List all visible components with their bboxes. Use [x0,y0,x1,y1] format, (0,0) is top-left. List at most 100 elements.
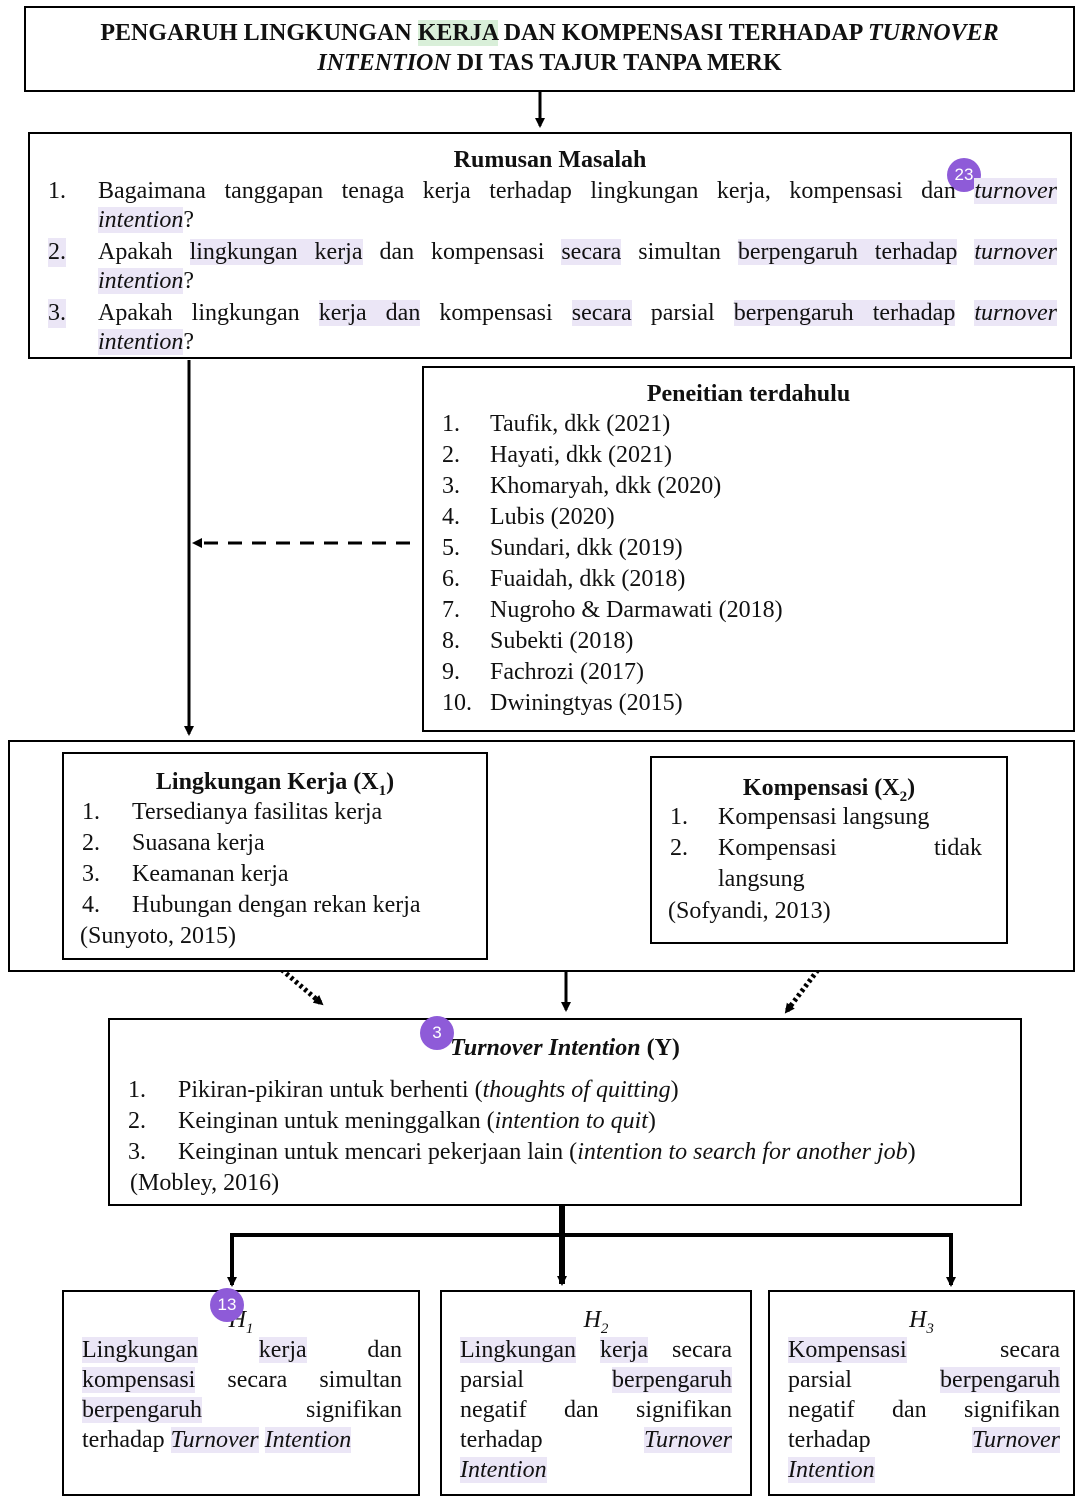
hypothesis-word: negatif [460,1397,527,1423]
x1-heading: Lingkungan Kerja (X1) [155,769,395,799]
lingkungan-kerja-box: Lingkungan Kerja (X1) 1.Tersedianya fasi… [62,752,488,960]
penelitian-item: Khomaryah, dkk (2020) [490,473,722,499]
hypothesis-word: kompensasi [82,1367,196,1393]
penelitian-item: Sundari, dkk (2019) [490,535,683,561]
hypothesis-word: berpengaruh [940,1367,1060,1393]
hypothesis-line: terhadap Turnover Intention [82,1426,402,1455]
y-item: Keinginan untuk meninggalkan (intention … [178,1107,656,1136]
h3-label: H3 [909,1307,934,1337]
hypothesis-word: secara [1000,1337,1060,1363]
hypothesis-word: terhadap [82,1427,165,1453]
penelitian-item: Dwiningtyas (2015) [490,690,683,716]
y-item-end: ) [670,1077,679,1103]
x1-item-num: 2. [82,830,100,856]
penelitian-item-num: 5. [442,535,460,561]
y-item-num: 1. [128,1077,146,1103]
hypothesis-line: parsial berpengaruh [460,1366,732,1395]
hypothesis-word: dan [564,1397,599,1423]
hypothesis-word: Lingkungan [460,1337,576,1363]
x1-item: Hubungan dengan rekan kerja [132,892,421,918]
hypothesis-word: dan [892,1397,927,1423]
penelitian-item-num: 7. [442,597,460,623]
y-item: Keinginan untuk mencari pekerjaan lain (… [178,1138,916,1167]
hypothesis-line: negatif dan signifikan [460,1396,732,1425]
y-item-num: 3. [128,1139,146,1165]
y-item-text: Pikiran-pikiran untuk berhenti ( [178,1077,483,1103]
rumusan-masalah-box: Rumusan Masalah 23 1. Bagaimana tanggapa… [28,132,1072,359]
penelitian-terdahulu-box: Peneitian terdahulu 1.Taufik, dkk (2021)… [422,366,1075,732]
h2-label: H2 [583,1307,609,1337]
y-source: (Mobley, 2016) [130,1170,280,1196]
hypothesis-line: berpengaruh signifikan [82,1396,402,1425]
x2-item: Kompensasi [718,835,837,861]
hypothesis-line: Intention [788,1456,1060,1485]
y-item-text: Keinginan untuk mencari pekerjaan lain ( [178,1139,578,1165]
hypothesis-word: signifikan [306,1397,402,1423]
hypothesis-line: terhadap Turnover [460,1426,732,1455]
hypothesis-line: Lingkungan kerja dan [82,1336,402,1365]
hypothesis-word: Lingkungan [82,1337,198,1363]
penelitian-item-num: 3. [442,473,460,499]
y-item-text: Keinginan untuk meninggalkan ( [178,1108,495,1134]
hypothesis-line: negatif dan signifikan [788,1396,1060,1425]
hypothesis-word: Turnover [971,1427,1060,1453]
penelitian-item-num: 2. [442,442,460,468]
rumusan-heading: Rumusan Masalah [453,147,647,173]
penelitian-item: Nugroho & Darmawati (2018) [490,597,783,623]
hypothesis-word: Kompensasi [788,1337,907,1363]
penelitian-heading: Peneitian terdahulu [646,381,851,407]
hypothesis-line: Kompensasi secara [788,1336,1060,1365]
hypothesis-word: parsial [788,1367,852,1393]
hypothesis-word: Intention [264,1427,352,1453]
hypothesis-word: kerja [258,1337,307,1363]
x1-item: Tersedianya fasilitas kerja [132,799,383,825]
hypothesis-word: dan [367,1337,403,1363]
penelitian-item-num: 10. [442,690,472,716]
x2-item: langsung [718,866,805,892]
diagram-title: PENGARUH LINGKUNGAN KERJA DAN KOMPENSASI… [100,20,999,76]
y-item-english: intention to search for another job [577,1139,908,1165]
x1-item: Suasana kerja [132,830,265,856]
hypothesis-line: kompensasi secara simultan [82,1366,402,1395]
y-item: Pikiran-pikiran untuk berhenti (thoughts… [178,1076,679,1105]
x2-heading: Kompensasi (X2) [742,775,916,805]
hypothesis-word: Intention [460,1457,547,1483]
penelitian-item-num: 8. [442,628,460,654]
penelitian-item-num: 6. [442,566,460,592]
y-heading: Turnover Intention (Y) [450,1035,680,1061]
hypothesis-word: signifikan [964,1397,1061,1423]
hypothesis-word: terhadap [788,1427,871,1453]
turnover-intention-box: Turnover Intention (Y) 3 1. Pikiran-pikir… [108,1016,1022,1206]
y-item-end: ) [647,1108,656,1134]
hypothesis-word: berpengaruh [82,1397,202,1423]
hypothesis-word: signifikan [636,1397,733,1423]
hypothesis-word: Turnover [643,1427,732,1453]
penelitian-item-num: 9. [442,659,460,685]
hypothesis-word: kerja [600,1337,648,1363]
penelitian-item: Lubis (2020) [490,504,615,530]
x2-item-num: 1. [670,804,688,830]
hypothesis-word: Intention [788,1457,875,1483]
hypothesis-word: terhadap [460,1427,543,1453]
x2-item: Kompensasi langsung [718,804,930,830]
penelitian-item-num: 4. [442,504,460,530]
x1-item-num: 3. [82,861,100,887]
penelitian-item: Fuaidah, dkk (2018) [490,566,686,592]
comment-badge[interactable]: 3 [420,1016,454,1050]
x1-item: Keamanan kerja [132,861,289,887]
hypothesis-word: simultan [319,1367,403,1393]
x1-source: (Sunyoto, 2015) [80,923,236,949]
title-box: PENGARUH LINGKUNGAN KERJA DAN KOMPENSASI… [24,6,1075,92]
y-item-english: intention to quit [494,1108,648,1134]
x2-item-num: 2. [670,835,688,861]
hypothesis-word: secara [227,1367,288,1393]
penelitian-item: Subekti (2018) [490,628,634,654]
hypothesis-word: Turnover [170,1427,259,1453]
comment-badge[interactable]: 13 [210,1288,244,1322]
x2-source: (Sofyandi, 2013) [668,898,831,924]
y-item-end: ) [907,1139,916,1165]
y-item-num: 2. [128,1108,146,1134]
